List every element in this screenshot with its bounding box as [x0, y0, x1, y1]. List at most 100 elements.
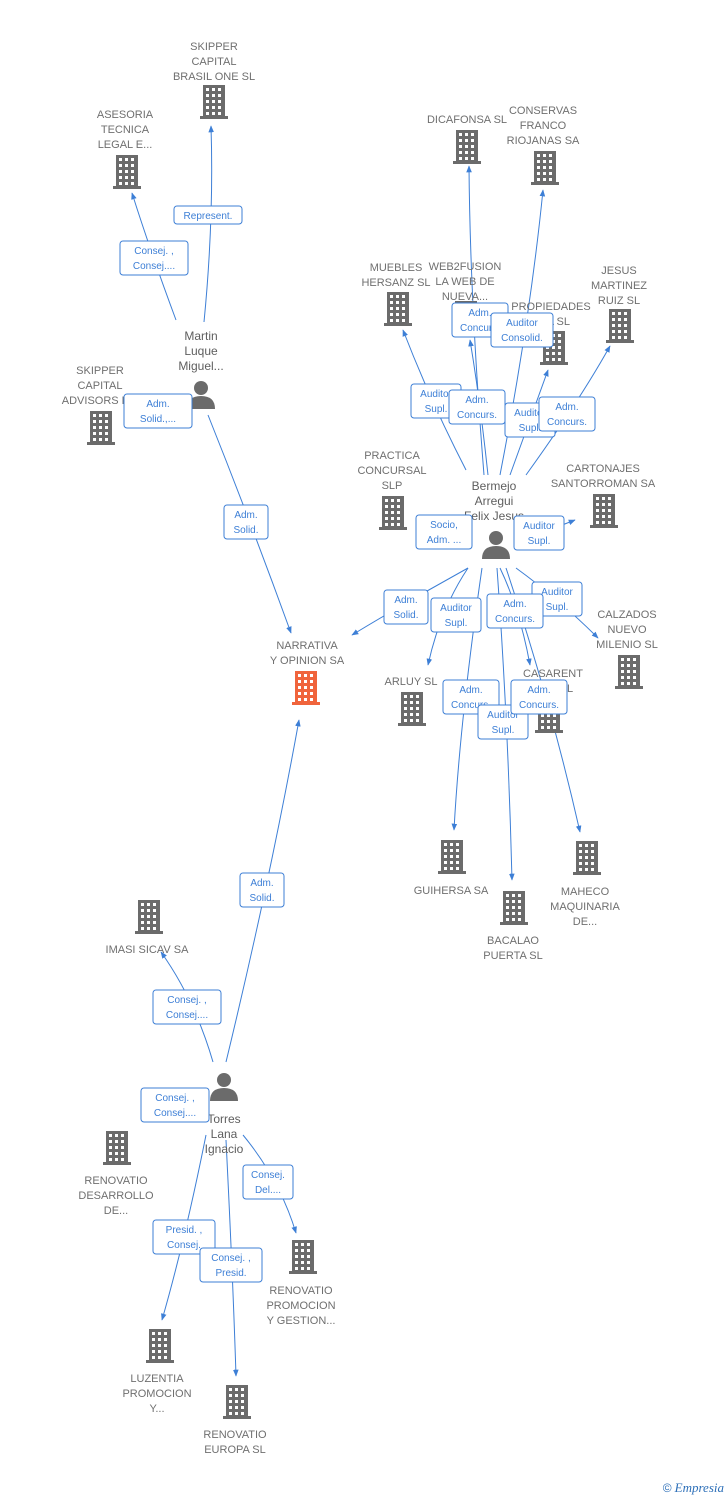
- node-guihersa[interactable]: GUIHERSA SA: [414, 840, 489, 897]
- edge-label-bermejo-to-web2fusion[interactable]: Adm.Concurs.: [448, 389, 506, 425]
- building-window: [125, 164, 128, 167]
- edge-label-bermejo-to-narrativa[interactable]: Adm.Solid.: [383, 589, 429, 625]
- building-window: [109, 1134, 112, 1137]
- building-window: [158, 1332, 161, 1335]
- node-martin[interactable]: MartinLuqueMiguel...: [178, 329, 224, 409]
- edge-label-bermejo-to-maheco[interactable]: Adm.Concurs.: [510, 679, 568, 715]
- node-luzentia[interactable]: LUZENTIAPROMOCIONY...: [122, 1329, 192, 1415]
- node-label-line: RENOVATIO: [203, 1429, 267, 1441]
- node-label-line: BACALAO: [487, 935, 539, 947]
- building-window: [125, 170, 128, 173]
- node-label-line: Bermejo: [472, 479, 517, 493]
- building-window: [465, 139, 468, 142]
- node-label-line: ARLUY SL: [385, 676, 438, 688]
- building-icon: [398, 692, 426, 726]
- building-icon: [453, 130, 481, 164]
- building-window: [444, 867, 447, 870]
- building-window: [402, 319, 405, 322]
- node-label-line: IMASI SICAV SA: [106, 944, 190, 956]
- edge-label-box: [513, 515, 565, 551]
- building-window: [558, 352, 561, 355]
- edge-label-martin-to-narrativa[interactable]: Adm.Solid.: [223, 504, 269, 540]
- building-window: [456, 855, 459, 858]
- building-window: [444, 843, 447, 846]
- building-window: [396, 319, 399, 322]
- building-window: [621, 658, 624, 661]
- node-imasi[interactable]: IMASI SICAV SA: [106, 900, 190, 956]
- building-window: [506, 894, 509, 897]
- building-base: [135, 931, 163, 934]
- edge-label-text: Solid.: [249, 893, 274, 904]
- building-window: [141, 921, 144, 924]
- edge-label-torres-to-renovatio_prom[interactable]: Consej.Del....: [242, 1164, 294, 1200]
- building-window: [552, 358, 555, 361]
- edge-label-text: Socio,: [430, 520, 458, 531]
- building-base: [292, 702, 320, 705]
- building-window: [410, 707, 413, 710]
- edge-label-torres-to-narrativa[interactable]: Adm.Solid.: [239, 872, 285, 908]
- building-window: [105, 420, 108, 423]
- edge-label-bermejo-to-casarent[interactable]: Adm.Concurs.: [486, 593, 544, 629]
- building-base: [590, 525, 618, 528]
- empresia-logo[interactable]: ©Empresia: [663, 1480, 724, 1496]
- edge-label-text: Adm.: [527, 685, 550, 696]
- edge-label-box: [140, 1087, 210, 1123]
- node-label-line: MAQUINARIA: [550, 901, 620, 913]
- building-base: [379, 527, 407, 530]
- building-window: [465, 151, 468, 154]
- edge-label-torres-to-renovatio_eur[interactable]: Consej. ,Presid.: [199, 1247, 263, 1283]
- building-window: [444, 855, 447, 858]
- edge-label-martin-to-skipper_brasil[interactable]: Represent.: [173, 205, 243, 225]
- node-dicafonsa[interactable]: DICAFONSA SL: [427, 114, 507, 164]
- building-window: [404, 701, 407, 704]
- building-window: [310, 680, 313, 683]
- building-window: [158, 1338, 161, 1341]
- building-window: [549, 154, 552, 157]
- building-window: [235, 1394, 238, 1397]
- edge-label-martin-to-skipper_advisors[interactable]: Adm.Solid.,...: [123, 393, 193, 429]
- edge-label-text: Supl.: [528, 536, 551, 547]
- building-window: [553, 720, 556, 723]
- node-label-line: JESUS: [601, 265, 636, 277]
- building-window: [465, 157, 468, 160]
- node-label-line: PROMOCION: [122, 1388, 191, 1400]
- building-window: [506, 918, 509, 921]
- edge-label-torres-to-renovatio_des[interactable]: Consej. ,Consej....: [140, 1087, 210, 1123]
- building-window: [218, 88, 221, 91]
- edge-label-bermejo-to-jesus[interactable]: Adm.Concurs.: [538, 396, 596, 432]
- building-window: [633, 676, 636, 679]
- edge-label-torres-to-luzentia[interactable]: Presid. ,Consej.: [152, 1219, 216, 1255]
- node-arluy[interactable]: ARLUY SL: [385, 676, 438, 726]
- building-window: [471, 139, 474, 142]
- node-label-line: PROMOCION: [266, 1300, 335, 1312]
- node-maheco[interactable]: MAHECOMAQUINARIADE...: [550, 841, 620, 928]
- edge-label-torres-to-imasi[interactable]: Consej. ,Consej....: [152, 989, 222, 1025]
- edge-label-bermejo-to-practica[interactable]: Socio,Adm. ...: [415, 514, 473, 550]
- building-window: [206, 94, 209, 97]
- building-window: [105, 438, 108, 441]
- edge-label-text: Auditor: [420, 389, 452, 400]
- building-window: [164, 1332, 167, 1335]
- building-icon: [438, 840, 466, 874]
- edge-label-martin-to-asesoria[interactable]: Consej. ,Consej....: [119, 240, 189, 276]
- node-renovatio_des[interactable]: RENOVATIODESARROLLODE...: [78, 1131, 154, 1217]
- node-label-line: PRACTICA: [364, 450, 420, 462]
